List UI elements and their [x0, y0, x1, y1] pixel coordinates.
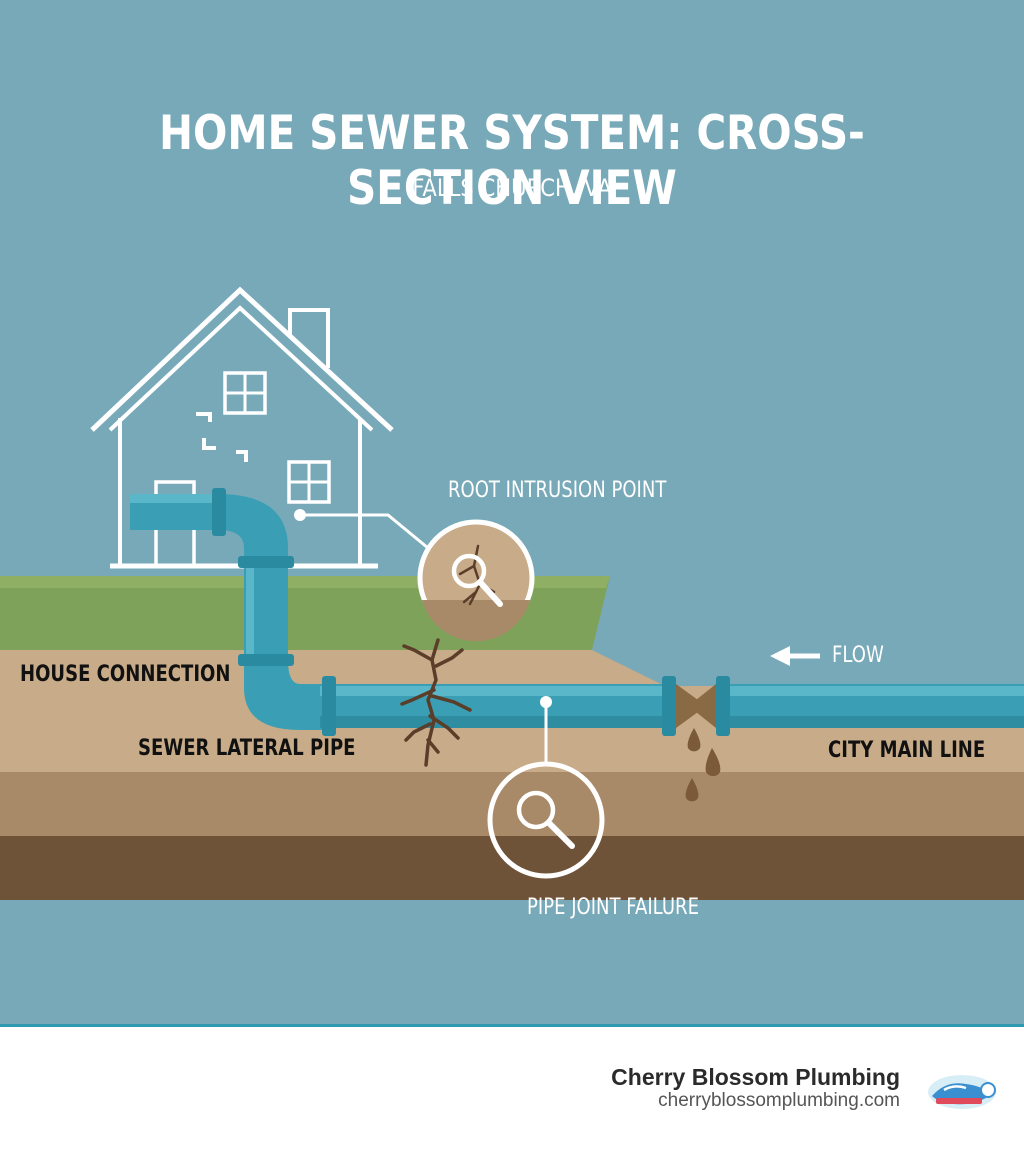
- house-pipe: [130, 488, 330, 730]
- root-intrusion-callout: [294, 509, 535, 642]
- label-flow: FLOW: [832, 643, 884, 668]
- soil-middle-layer: [0, 772, 1024, 836]
- city-main-pipe: [716, 676, 1024, 736]
- page-title: HOME SEWER SYSTEM: CROSS-SECTION VIEW: [159, 106, 865, 216]
- label-root-intrusion: ROOT INTRUSION POINT: [448, 478, 667, 503]
- label-city-main-line: CITY MAIN LINE: [828, 738, 986, 763]
- page-subtitle: FALLS CHURCH, VA: [412, 174, 612, 202]
- logo-icon: [928, 1075, 996, 1109]
- label-pipe-joint-failure: PIPE JOINT FAILURE: [527, 895, 699, 920]
- magnifier-icon: [451, 553, 503, 607]
- leak-drop-icon: [687, 728, 701, 752]
- leak-drop-icon: [685, 778, 699, 802]
- leak-drop-icon: [705, 748, 721, 777]
- joint-failure-callout: [487, 696, 605, 879]
- label-house-connection: HOUSE CONNECTION: [20, 662, 231, 687]
- brand-name: Cherry Blossom Plumbing: [611, 1064, 900, 1090]
- footer-divider: [0, 1024, 1024, 1027]
- root-crack-icon: [400, 638, 472, 767]
- joint-failure: [676, 684, 721, 802]
- brand-url[interactable]: cherryblossomplumbing.com: [658, 1090, 900, 1111]
- arrow-left-icon: [770, 646, 820, 666]
- label-sewer-lateral: SEWER LATERAL PIPE: [138, 736, 356, 761]
- sewer-cross-section-diagram: [0, 0, 1024, 1026]
- magnifier-icon: [516, 790, 575, 849]
- soil-bottom-layer: [0, 836, 1024, 900]
- sewer-lateral-pipe: [320, 676, 676, 736]
